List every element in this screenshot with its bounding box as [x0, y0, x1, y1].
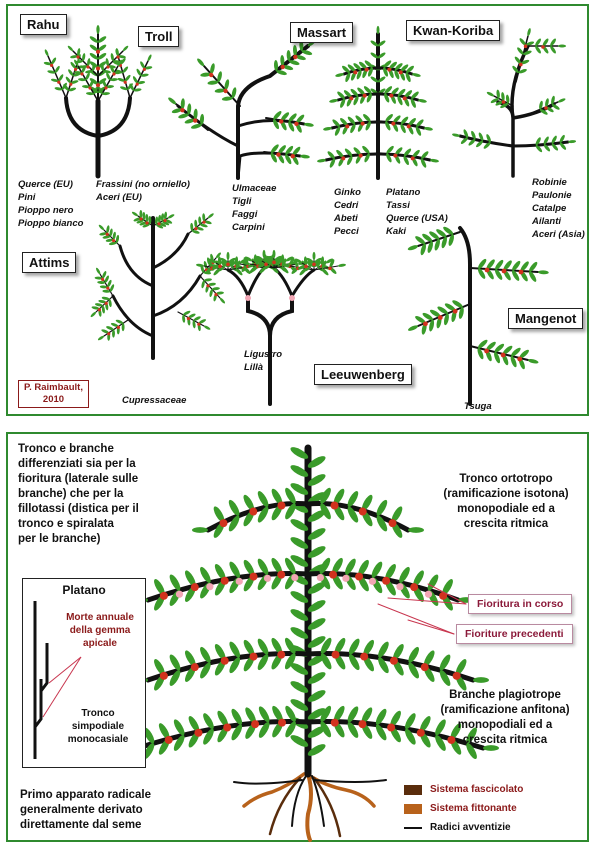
- model-label-attims: Attims: [22, 252, 76, 273]
- model-label-leeuwenberg: Leeuwenberg: [314, 364, 412, 385]
- branch-description: Branche plagiotrope(ramificazione anfito…: [422, 688, 588, 748]
- legend-swatch-fittonante: [404, 804, 422, 814]
- species-list-troll: UlmaceaeTigli FaggiCarpini: [232, 182, 276, 234]
- author-credit: P. Raimbault,2010: [18, 380, 89, 408]
- inset-apical-death-label: Morte annualedella gemmaapicale: [57, 611, 143, 650]
- callout-previous-flowering: Fioriture precedenti: [456, 624, 573, 644]
- model-label-rahu: Rahu: [20, 14, 67, 35]
- model-label-troll: Troll: [138, 26, 179, 47]
- species-list-leeuwenberg: LigustroLillà: [244, 348, 282, 374]
- legend-item-fascicolato: Sistema fascicolato: [404, 780, 523, 799]
- species-list-attims: Cupressaceae: [122, 394, 186, 407]
- massart-detail-panel: Tronco e branchedifferenziati sia per la…: [6, 432, 589, 842]
- legend-item-fittonante: Sistema fittonante: [404, 799, 523, 818]
- model-label-mangenot: Mangenot: [508, 308, 583, 329]
- species-list-rahu-2: Frassini (no orniello)Aceri (EU): [96, 178, 190, 204]
- root-description: Primo apparato radicalegeneralmente deri…: [20, 788, 151, 833]
- species-list-kwan-koriba: RobiniePaulonie CatalpeAilanti Aceri (As…: [532, 176, 585, 241]
- legend-swatch-avventizie: [404, 827, 422, 829]
- species-list-mangenot: Tsuga: [464, 400, 492, 413]
- platano-inset: Platano Morte annualedella gemmaapicale …: [22, 578, 146, 768]
- legend-swatch-fascicolato: [404, 785, 422, 795]
- model-label-massart: Massart: [290, 22, 353, 43]
- species-list-massart-2: PlatanoTassi Querce (USA)Kaki: [386, 186, 448, 238]
- model-label-kwan-koriba: Kwan-Koriba: [406, 20, 500, 41]
- inset-trunk-label: Troncosimpodialemonocasiale: [53, 707, 143, 746]
- inset-title: Platano: [23, 583, 145, 597]
- trunk-description: Tronco ortotropo(ramificazione isotona) …: [426, 472, 586, 532]
- architecture-models-panel: Rahu Troll Massart Kwan-Koriba Attims Le…: [6, 4, 589, 416]
- legend-item-avventizie: Radici avventizie: [404, 818, 523, 837]
- species-list-rahu: Querce (EU)Pini Pioppo neroPioppo bianco: [18, 178, 83, 230]
- callout-current-flowering: Fioritura in corso: [468, 594, 572, 614]
- differentiation-description: Tronco e branchedifferenziati sia per la…: [18, 442, 139, 547]
- tree-models-illustration: [8, 6, 591, 418]
- species-list-massart: GinkoCedri AbetiPecci: [334, 186, 361, 238]
- root-legend: Sistema fascicolato Sistema fittonante R…: [404, 780, 523, 837]
